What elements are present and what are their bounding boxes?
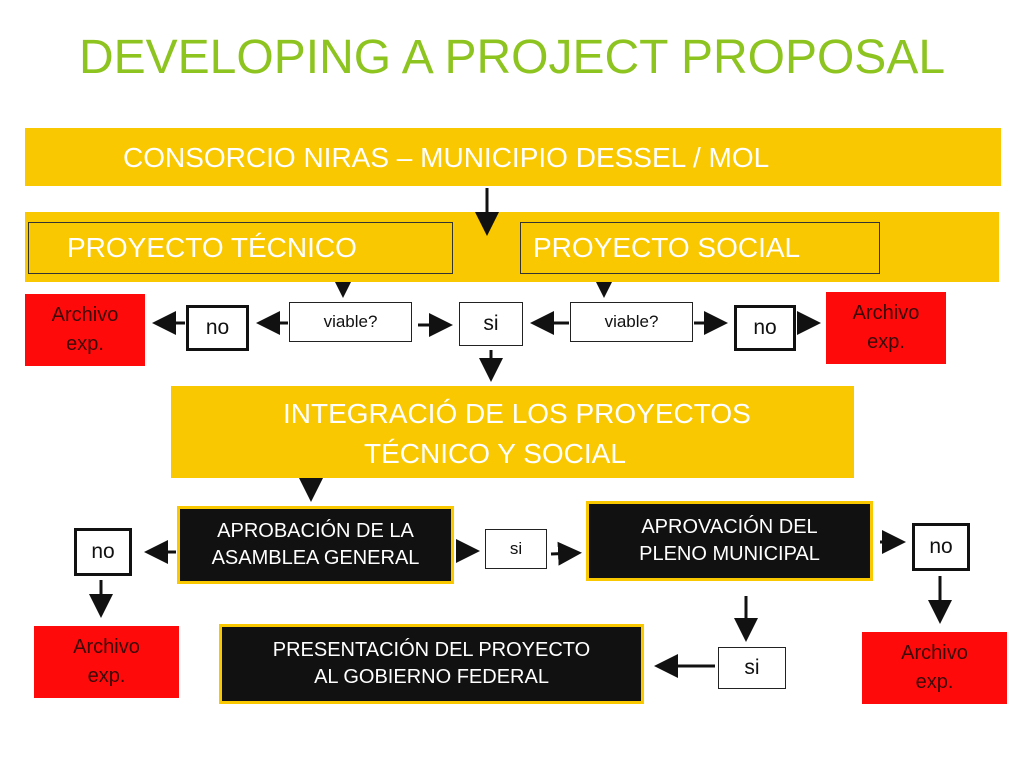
presentacion-line1: PRESENTACIÓN DEL PROYECTO [272, 639, 591, 661]
no-label: no [205, 316, 230, 339]
archivo-exp-top-right: Archivo exp. [826, 292, 946, 364]
arrow-si-to-pleno [550, 541, 582, 566]
si-box-bottom: si [718, 647, 786, 689]
proyecto-social-label: PROYECTO SOCIAL [533, 232, 801, 263]
no-label: no [91, 540, 115, 563]
si-label: si [744, 656, 760, 679]
presentacion-line2: AL GOBIERNO FEDERAL [314, 666, 549, 688]
aprobacion-asamblea-box: APROBACIÓN DE LA ASAMBLEA GENERAL [177, 506, 454, 584]
si-box-mid: si [485, 529, 547, 569]
viable-box-right: viable? [570, 302, 693, 342]
viable-label: viable? [604, 312, 659, 331]
integracion-box: INTEGRACIÓ DE LOS PROYECTOS TÉCNICO Y SO… [171, 386, 854, 478]
aprobacion-line2: ASAMBLEA GENERAL [211, 547, 420, 569]
no-box-top-right: no [734, 305, 796, 351]
consorcio-label: CONSORCIO NIRAS – MUNICIPIO DESSEL / MOL [123, 142, 770, 173]
archivo-line2: exp. [915, 671, 954, 693]
integracion-line1: INTEGRACIÓ DE LOS PROYECTOS [283, 398, 751, 429]
archivo-exp-bottom-right: Archivo exp. [862, 632, 1007, 704]
no-label: no [753, 316, 777, 339]
viable-label: viable? [323, 312, 378, 331]
no-box-top-left: no [186, 305, 249, 351]
proyecto-tecnico-label: PROYECTO TÉCNICO [67, 232, 357, 263]
aprobacion-line1: APROBACIÓN DE LA [217, 520, 414, 542]
viable-box-left: viable? [289, 302, 412, 342]
archivo-line1: Archivo [901, 642, 968, 664]
aprovacion-line2: PLENO MUNICIPAL [639, 543, 820, 565]
consorcio-band: CONSORCIO NIRAS – MUNICIPIO DESSEL / MOL [25, 128, 1001, 186]
archivo-exp-top-left: Archivo exp. [25, 294, 145, 366]
no-box-bottom-right: no [912, 523, 970, 571]
si-label: si [509, 539, 523, 558]
archivo-line2: exp. [867, 331, 905, 353]
archivo-line1: Archivo [51, 304, 119, 326]
archivo-line2: exp. [66, 333, 104, 355]
aprovacion-pleno-box: APROVACIÓN DEL PLENO MUNICIPAL [586, 501, 873, 581]
page-title: DEVELOPING A PROJECT PROPOSAL [78, 31, 946, 84]
proyectos-band [25, 212, 999, 282]
integracion-line2: TÉCNICO Y SOCIAL [364, 438, 626, 469]
no-box-bottom-left: no [74, 528, 132, 576]
presentacion-box: PRESENTACIÓN DEL PROYECTO AL GOBIERNO FE… [219, 624, 644, 704]
no-label: no [929, 535, 953, 558]
proyecto-tecnico-box: PROYECTO TÉCNICO [28, 222, 453, 274]
proyecto-social-box: PROYECTO SOCIAL [520, 222, 880, 274]
archivo-line2: exp. [87, 665, 126, 687]
archivo-line1: Archivo [852, 302, 920, 324]
archivo-line1: Archivo [73, 636, 140, 658]
si-label: si [483, 312, 499, 335]
si-box-center: si [459, 302, 523, 346]
aprovacion-line1: APROVACIÓN DEL [641, 516, 818, 538]
archivo-exp-bottom-left: Archivo exp. [34, 626, 179, 698]
